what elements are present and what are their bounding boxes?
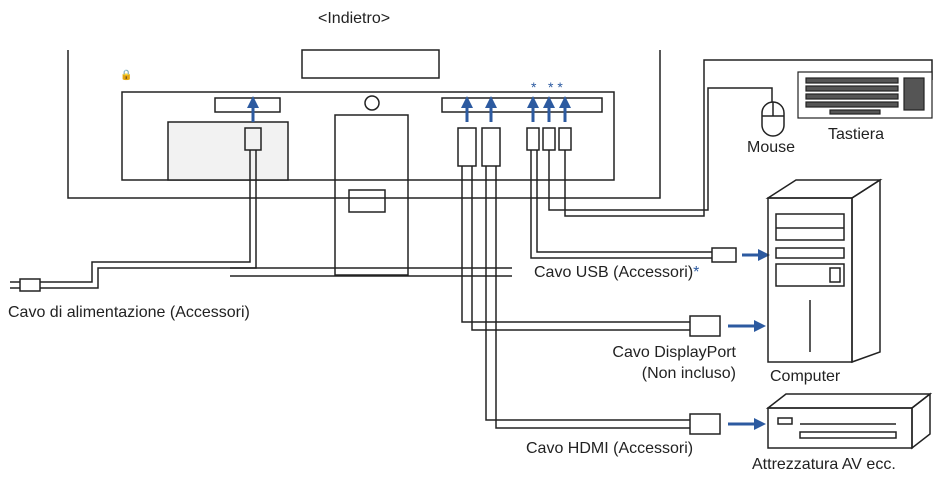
usb-cable [526, 127, 737, 263]
displayport-cable-label-line1: Cavo DisplayPort [612, 344, 736, 361]
mouse-icon [761, 101, 785, 137]
port-arrows [247, 96, 571, 122]
av-equipment-label: Attrezzatura AV ecc. [752, 456, 896, 473]
monitor-back [67, 49, 661, 277]
computer-icon [765, 178, 883, 364]
keyboard-icon [797, 71, 933, 119]
usb-asterisk: * [693, 264, 700, 281]
port-marker-double: * * [548, 79, 563, 95]
computer-label: Computer [770, 368, 841, 385]
port-marker-single: * [531, 79, 537, 95]
hdmi-cable-label: Cavo HDMI (Accessori) [526, 440, 694, 457]
displayport-cable-label-line2: (Non incluso) [641, 365, 736, 382]
displayport-cable [457, 127, 721, 337]
usb-cable-label: Cavo USB (Accessori)* [534, 264, 699, 282]
back-link[interactable]: <Indietro> [318, 10, 391, 27]
mouse-label: Mouse [747, 139, 796, 156]
av-equipment-icon [765, 392, 933, 450]
hdmi-cable [481, 127, 721, 435]
power-cable-label: Cavo di alimentazione (Accessori) [8, 304, 250, 321]
lock-icon: 🔒 [120, 69, 132, 81]
keyboard-label: Tastiera [828, 126, 885, 143]
displayport-cable-label: Cavo DisplayPort (Non incluso) [578, 344, 736, 383]
usb-cable-label-text: Cavo USB (Accessori) [534, 264, 694, 281]
usb-hub-cables [542, 59, 933, 217]
power-cable [10, 127, 262, 292]
